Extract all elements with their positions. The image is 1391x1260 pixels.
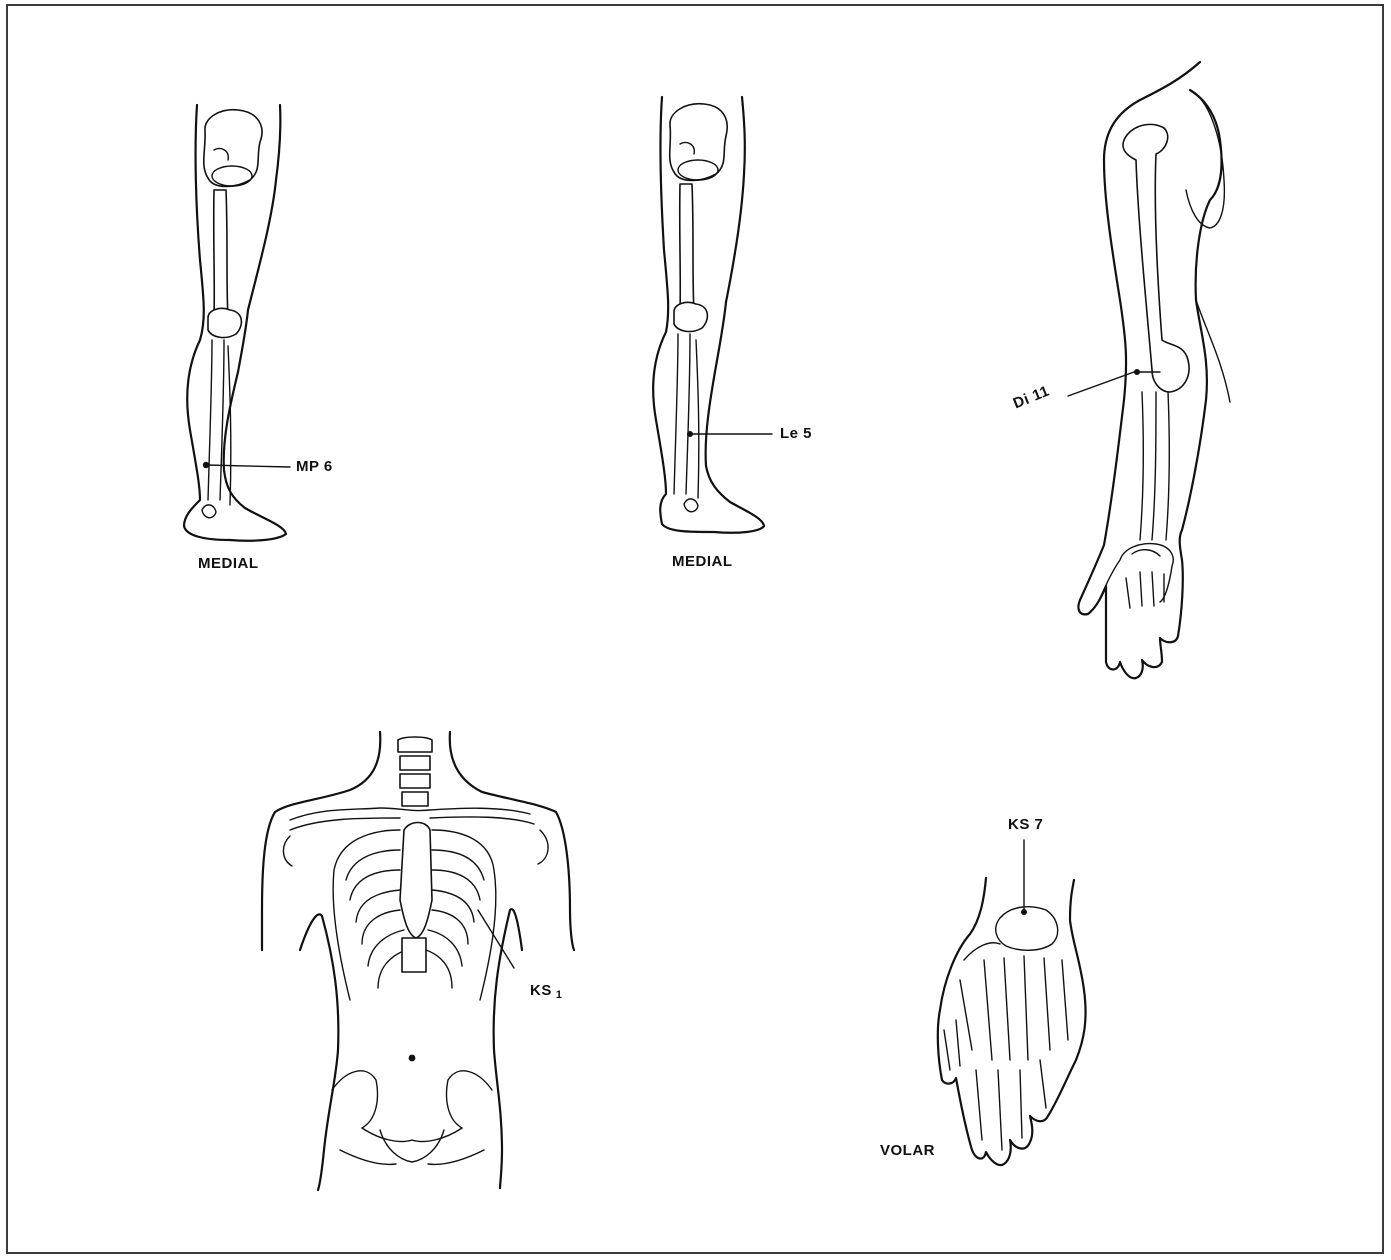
left-leg-figure: [184, 105, 290, 541]
ks7-point-marker: [1021, 909, 1027, 915]
middle-leg-caption: MEDIAL: [672, 553, 733, 570]
ks1-label: KS 1: [530, 982, 562, 1001]
di11-point-marker: [1134, 369, 1140, 375]
mp6-point-marker: [203, 462, 209, 468]
middle-leg-figure: [653, 97, 772, 533]
hand-figure: [938, 840, 1086, 1165]
left-leg-caption: MEDIAL: [198, 555, 259, 572]
hand-caption: VOLAR: [880, 1142, 935, 1159]
le5-point-marker: [687, 431, 693, 437]
ks1-label-main: KS: [530, 982, 552, 999]
ks7-label: KS 7: [1008, 816, 1043, 833]
mp6-label: MP 6: [296, 458, 333, 475]
ks1-label-sub: 1: [556, 989, 563, 1001]
torso-figure: [262, 732, 574, 1190]
navel-marker: [409, 1055, 416, 1062]
le5-label: Le 5: [780, 425, 812, 442]
arm-figure: [1068, 62, 1230, 678]
